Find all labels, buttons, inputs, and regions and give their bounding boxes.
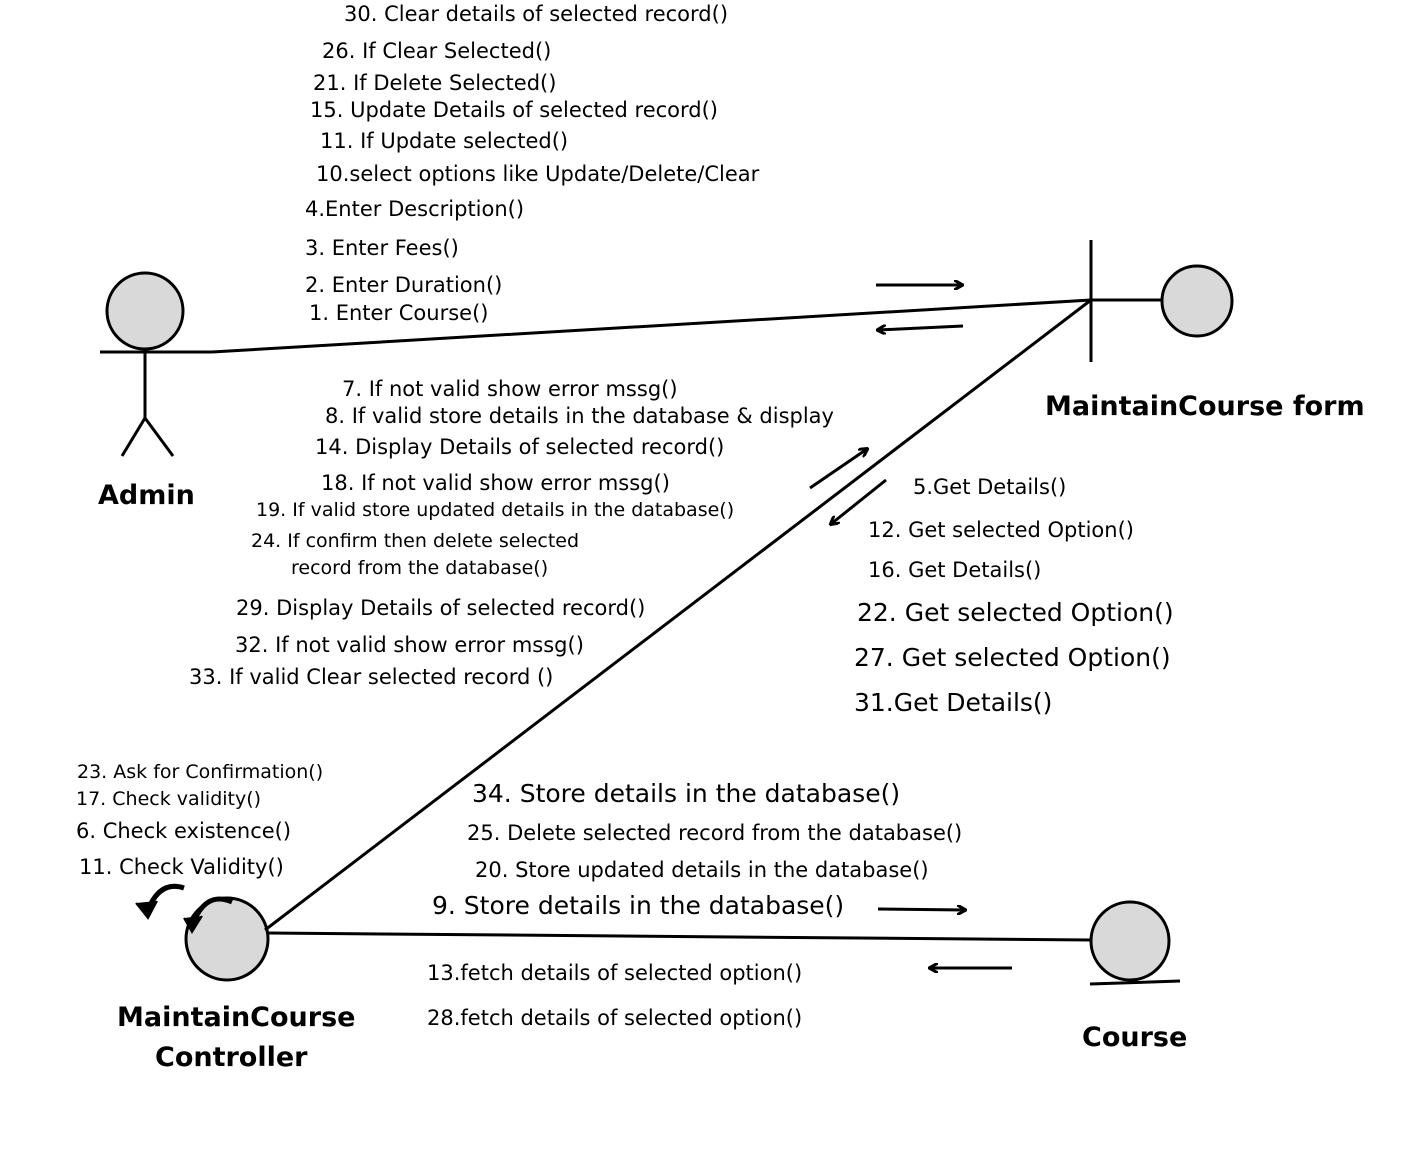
admin-actor-icon <box>100 271 212 457</box>
message-label: 19. If valid store updated details in th… <box>256 499 735 521</box>
boundary-object-icon <box>1089 240 1234 362</box>
message-label: 12. Get selected Option() <box>868 518 1134 542</box>
admin-label: Admin <box>98 480 195 511</box>
message-label: 17. Check validity() <box>76 788 262 810</box>
message-label: 22. Get selected Option() <box>857 598 1174 627</box>
message-arrows <box>809 285 1012 968</box>
message-label: 6. Check existence() <box>76 819 292 843</box>
message-label: 27. Get selected Option() <box>854 643 1171 672</box>
message-label: 4.Enter Description() <box>305 197 525 221</box>
entity-object-icon <box>1089 900 1181 986</box>
message-label: 24. If confirm then delete selected <box>251 530 580 552</box>
message-label: 11. Check Validity() <box>79 855 284 879</box>
course-label: Course <box>1082 1022 1188 1053</box>
message-label: 32. If not valid show error mssg() <box>235 633 584 657</box>
message-label: 33. If valid Clear selected record () <box>189 665 554 689</box>
arrow-controller-to-course <box>877 909 965 910</box>
message-label: 25. Delete selected record from the data… <box>467 821 963 845</box>
association-links <box>211 298 1092 942</box>
controller-label-line1: MaintainCourse <box>117 1002 356 1033</box>
message-label: 30. Clear details of selected record() <box>344 2 729 26</box>
message-label: 21. If Delete Selected() <box>313 71 557 95</box>
controller-label-line2: Controller <box>155 1042 308 1073</box>
message-label: 7. If not valid show error mssg() <box>342 377 678 401</box>
message-label: 8. If valid store details in the databas… <box>325 404 834 428</box>
message-label: 16. Get Details() <box>868 558 1042 582</box>
message-label: 2. Enter Duration() <box>305 273 503 297</box>
controller-object-icon <box>135 883 270 982</box>
message-label: record from the database() <box>291 557 549 579</box>
message-label: 15. Update Details of selected record() <box>310 98 718 122</box>
arrow-controller-to-form <box>809 449 867 490</box>
message-label: 11. If Update selected() <box>320 129 569 153</box>
message-label: 34. Store details in the database() <box>472 779 901 808</box>
message-label: 18. If not valid show error mssg() <box>321 471 670 495</box>
message-label: 14. Display Details of selected record() <box>315 435 725 459</box>
message-label: 20. Store updated details in the databas… <box>475 858 929 882</box>
message-label: 9. Store details in the database() <box>432 891 845 920</box>
arrow-form-to-controller <box>831 478 887 524</box>
message-label: 5.Get Details() <box>913 475 1067 499</box>
message-label: 26. If Clear Selected() <box>322 39 552 63</box>
message-label: 31.Get Details() <box>854 688 1053 717</box>
message-label: 28.fetch details of selected option() <box>427 1006 803 1030</box>
message-label: 13.fetch details of selected option() <box>427 961 803 985</box>
message-label: 10.select options like Update/Delete/Cle… <box>316 162 760 186</box>
maintaincourse-form-label: MaintainCourse form <box>1045 391 1365 422</box>
message-label: 1. Enter Course() <box>309 301 489 325</box>
arrow-form-to-admin <box>878 324 964 330</box>
message-label: 29. Display Details of selected record() <box>236 596 646 620</box>
message-label: 3. Enter Fees() <box>305 236 459 260</box>
message-label: 23. Ask for Confirmation() <box>77 761 324 783</box>
